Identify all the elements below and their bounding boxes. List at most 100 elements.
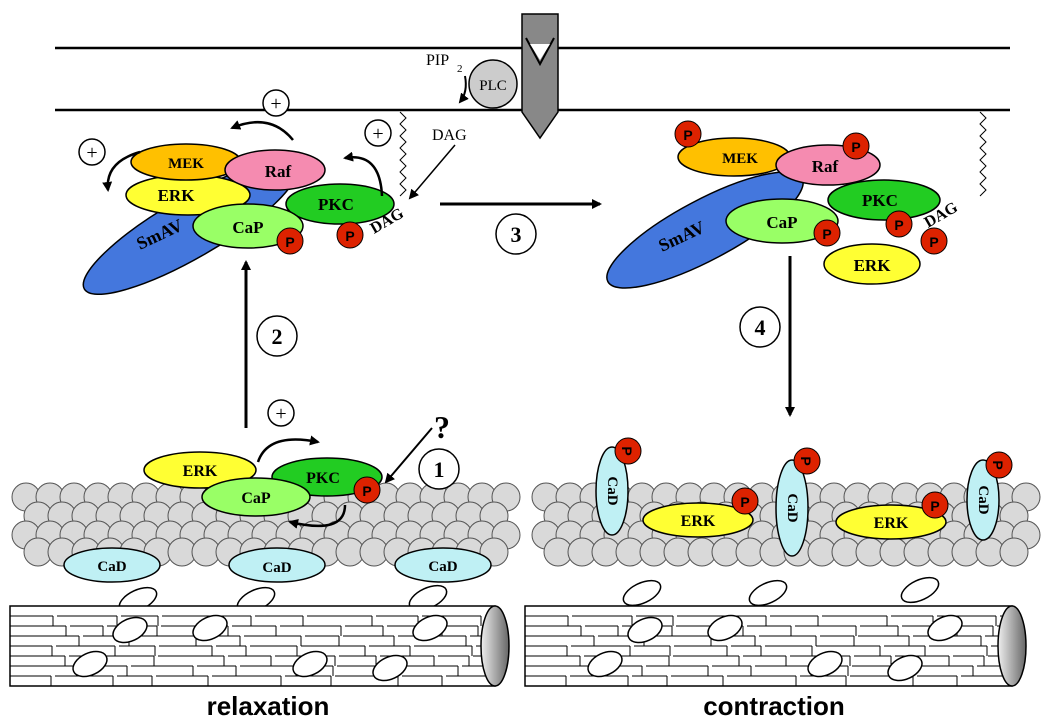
phospho-badge: P xyxy=(674,120,702,148)
cad-label: CaD xyxy=(975,485,991,514)
linker-protein xyxy=(622,579,662,607)
unknown-kinase-arrow xyxy=(384,427,433,484)
pkc-label: PKC xyxy=(306,470,340,487)
svg-text:+: + xyxy=(86,142,97,164)
phospho-badge: P xyxy=(731,487,759,515)
svg-text:+: + xyxy=(372,123,383,145)
phospho-badge: P xyxy=(336,221,364,249)
microtubule-end xyxy=(480,605,510,687)
erk-protein xyxy=(143,451,257,489)
phospho-badge: P xyxy=(276,227,304,255)
activation-arrow xyxy=(256,435,320,463)
phospho-label: P xyxy=(822,226,831,242)
phospho-label: P xyxy=(929,234,938,250)
activation-arrow xyxy=(230,120,294,141)
raf-label: Raf xyxy=(812,157,839,176)
receptor xyxy=(521,13,559,140)
cad-label: CaD xyxy=(97,559,126,575)
erk-label: ERK xyxy=(183,463,218,480)
phospho-badge: P xyxy=(885,210,913,238)
phospho-label: P xyxy=(345,228,354,244)
erk-protein xyxy=(835,504,947,540)
pip2-subscript: 2 xyxy=(457,63,463,75)
question-mark: ? xyxy=(434,409,450,445)
phospho-badge: P xyxy=(813,219,841,247)
activation-arrow xyxy=(343,151,384,197)
pkc-label: PKC xyxy=(862,191,898,210)
cad-protein xyxy=(775,459,809,557)
phospho-badge: P xyxy=(353,476,381,504)
erk-label: ERK xyxy=(854,256,892,275)
dag-arrow xyxy=(408,144,456,200)
cad-label: CaD xyxy=(604,476,620,505)
lipid-anchor xyxy=(399,111,407,197)
phospho-badge: P xyxy=(842,132,870,160)
step-3-label: 3 xyxy=(511,222,522,247)
plus-sign: + xyxy=(262,89,290,117)
svg-text:+: + xyxy=(275,403,286,425)
step-4-label: 4 xyxy=(755,315,766,340)
contraction-caption: contraction xyxy=(703,691,845,721)
pip2-arrow xyxy=(458,75,469,104)
relaxation-panel: CaD CaD CaD ERK PKC CaP P + ? 1 relaxati… xyxy=(9,399,521,721)
plc-complex: PLC PIP 2 DAG xyxy=(408,52,518,200)
phospho-label: P xyxy=(362,483,371,499)
cap-protein xyxy=(725,198,839,244)
phospho-badge: P xyxy=(920,227,948,255)
relaxation-caption: relaxation xyxy=(207,691,330,721)
cad-label: CaD xyxy=(262,560,291,576)
microtubule xyxy=(9,584,510,687)
plus-sign: + xyxy=(267,399,295,427)
plus-sign: + xyxy=(78,138,106,166)
complex-top-left: SmAV ERK MEK Raf PKC CaP DAG P P + + xyxy=(78,89,407,296)
phospho-label: P xyxy=(851,139,860,155)
pkc-label: PKC xyxy=(318,195,354,214)
lipid-anchor xyxy=(979,111,987,197)
step-1-label: 1 xyxy=(434,457,445,482)
phospho-badge: P xyxy=(614,437,642,465)
phospho-label: P xyxy=(740,494,749,510)
phospho-badge: P xyxy=(985,451,1013,479)
pip2-label: PIP xyxy=(426,52,449,69)
step-3: 3 xyxy=(440,199,602,255)
linker-protein xyxy=(900,576,940,604)
phospho-badge: P xyxy=(793,447,821,475)
activation-arrow xyxy=(102,150,141,192)
mek-label: MEK xyxy=(168,156,204,172)
cap-protein xyxy=(201,477,311,517)
microtubule xyxy=(524,576,1027,687)
erk-protein xyxy=(642,502,754,538)
actin-bead xyxy=(999,537,1029,567)
pkc-protein xyxy=(285,183,395,225)
svg-text:+: + xyxy=(270,93,281,115)
microtubule-end xyxy=(997,605,1027,687)
phospho-label: P xyxy=(619,446,635,455)
step-2: 2 xyxy=(241,260,298,428)
mek-label: MEK xyxy=(722,151,758,167)
phospho-label: P xyxy=(285,234,294,250)
phospho-label: P xyxy=(798,456,814,465)
phospho-label: P xyxy=(683,127,692,143)
pkc-protein xyxy=(827,179,941,221)
step-1: 1 xyxy=(418,448,460,490)
cad-protein xyxy=(595,446,629,536)
plc-node xyxy=(468,59,518,109)
raf-protein xyxy=(224,149,326,191)
step-2-label: 2 xyxy=(272,324,283,349)
step-4: 4 xyxy=(739,256,795,417)
erk-protein xyxy=(823,243,921,285)
raf-label: Raf xyxy=(265,162,292,181)
dag-label: DAG xyxy=(432,127,467,144)
cap-label: CaP xyxy=(766,213,797,232)
cap-label: CaP xyxy=(232,218,263,237)
cap-protein xyxy=(192,203,304,249)
phospho-badge: P xyxy=(921,491,949,519)
erk-label: ERK xyxy=(874,515,909,532)
cad-protein xyxy=(394,547,492,583)
cad-protein xyxy=(63,547,161,583)
erk-label: ERK xyxy=(158,186,196,205)
phospho-label: P xyxy=(894,217,903,233)
plc-label: PLC xyxy=(479,78,507,94)
